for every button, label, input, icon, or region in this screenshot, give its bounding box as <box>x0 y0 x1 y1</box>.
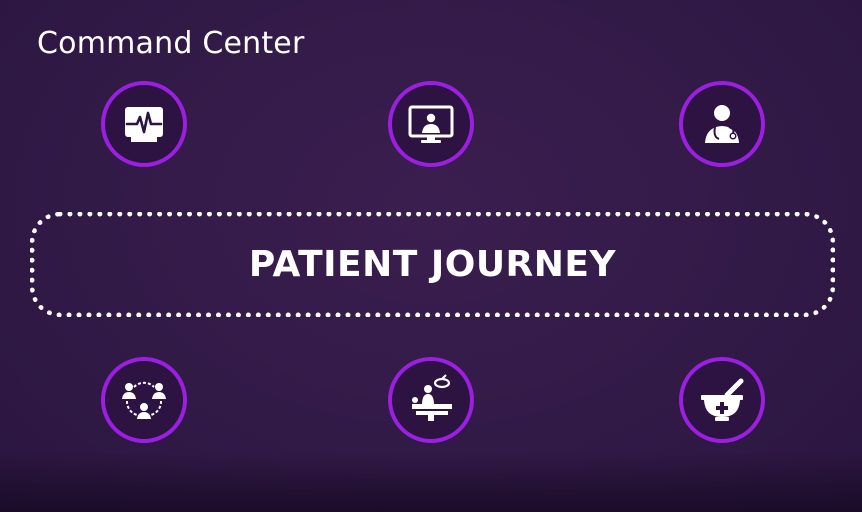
page-title: Command Center <box>37 26 305 61</box>
telehealth-screen-icon <box>408 105 454 143</box>
surgery-table-icon <box>412 374 452 421</box>
patient-journey-banner: PATIENT JOURNEY <box>30 212 835 317</box>
doctor-button[interactable] <box>679 81 765 167</box>
surgery-button[interactable] <box>388 357 474 443</box>
care-team-button[interactable] <box>101 357 187 443</box>
heart-monitor-icon <box>125 107 163 142</box>
pharmacy-mortar-pestle-icon <box>701 378 744 421</box>
doctor-stethoscope-icon <box>705 105 739 143</box>
heart-monitor-button[interactable] <box>101 81 187 167</box>
telehealth-button[interactable] <box>388 81 474 167</box>
pharmacy-button[interactable] <box>679 357 765 443</box>
care-team-network-icon <box>122 381 166 419</box>
banner-label: PATIENT JOURNEY <box>248 244 617 285</box>
bottom-shadow <box>0 452 862 512</box>
